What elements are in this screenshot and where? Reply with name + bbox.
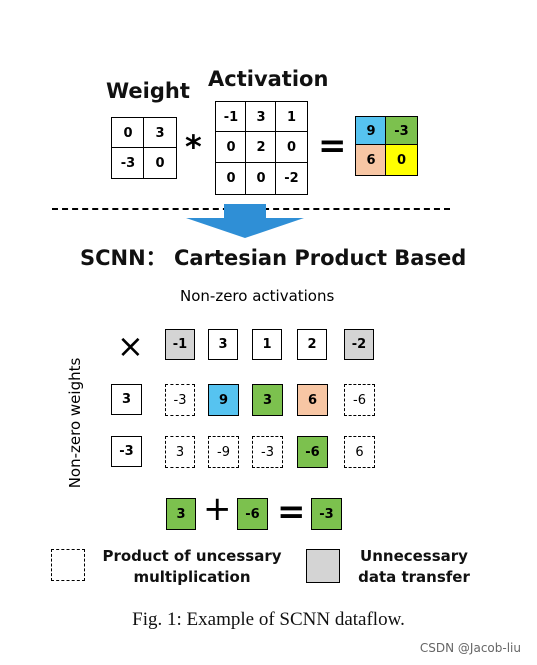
weight-label: Weight [106, 79, 190, 103]
product-green: -6 [297, 436, 328, 468]
weight-cell: -3 [111, 147, 145, 179]
weight-cell: 3 [143, 117, 177, 149]
activation-cell: -2 [275, 162, 308, 195]
activation-item-unnecessary: -1 [165, 329, 195, 360]
activation-item: 3 [208, 329, 238, 360]
sum-result: -3 [311, 498, 342, 530]
figure-caption: Fig. 1: Example of SCNN dataflow. [132, 609, 405, 630]
result-cell-blue: 9 [355, 116, 387, 146]
down-arrow-icon [186, 204, 304, 238]
product-unnecessary: 3 [165, 436, 195, 468]
scnn-title: SCNN： Cartesian Product Based [80, 246, 467, 270]
result-cell-green: -3 [385, 116, 418, 146]
multiply-symbol: * [185, 128, 202, 166]
product-unnecessary: -6 [344, 384, 375, 416]
activation-cell: 0 [245, 162, 277, 195]
nonzero-weights-label: Non-zero weights [66, 357, 84, 489]
activation-item: 2 [297, 329, 327, 360]
product-unnecessary: -3 [252, 436, 283, 468]
equals-symbol: = [318, 126, 347, 166]
product-unnecessary: 6 [344, 436, 375, 468]
product-unnecessary: -9 [208, 436, 239, 468]
activation-item: 1 [252, 329, 282, 360]
sum-operand-a: 3 [166, 498, 196, 530]
weight-item: 3 [111, 384, 142, 415]
product-blue: 9 [208, 384, 239, 416]
activation-item-unnecessary: -2 [344, 329, 374, 360]
product-green: 3 [252, 384, 283, 416]
legend-gray-box [306, 549, 340, 583]
sum-operand-b: -6 [237, 498, 268, 530]
activation-cell: 0 [215, 162, 247, 195]
cross-symbol: × [117, 327, 144, 365]
weight-cell: 0 [143, 147, 177, 179]
plus-symbol: + [203, 489, 232, 529]
activation-label: Activation [208, 67, 329, 91]
legend-unnecessary-product-label: Product of uncessary multiplication [102, 547, 282, 586]
activation-cell: 0 [275, 131, 308, 164]
result-cell-peach: 6 [355, 144, 387, 176]
result-cell-yellow: 0 [385, 144, 418, 176]
weight-item: -3 [111, 436, 142, 467]
activation-cell: 2 [245, 131, 277, 164]
activation-cell: -1 [215, 101, 247, 133]
watermark: CSDN @Jacob-liu [419, 641, 521, 655]
legend-dashed-box [51, 549, 85, 581]
nonzero-activations-label: Non-zero activations [180, 287, 335, 305]
activation-cell: 0 [215, 131, 247, 164]
activation-cell: 3 [245, 101, 277, 133]
product-peach: 6 [297, 384, 328, 416]
product-unnecessary: -3 [165, 384, 195, 416]
weight-cell: 0 [111, 117, 145, 149]
activation-cell: 1 [275, 101, 308, 133]
legend-unnecessary-transfer-label: Unnecessary data transfer [358, 547, 470, 586]
sum-equals-symbol: = [277, 492, 306, 532]
